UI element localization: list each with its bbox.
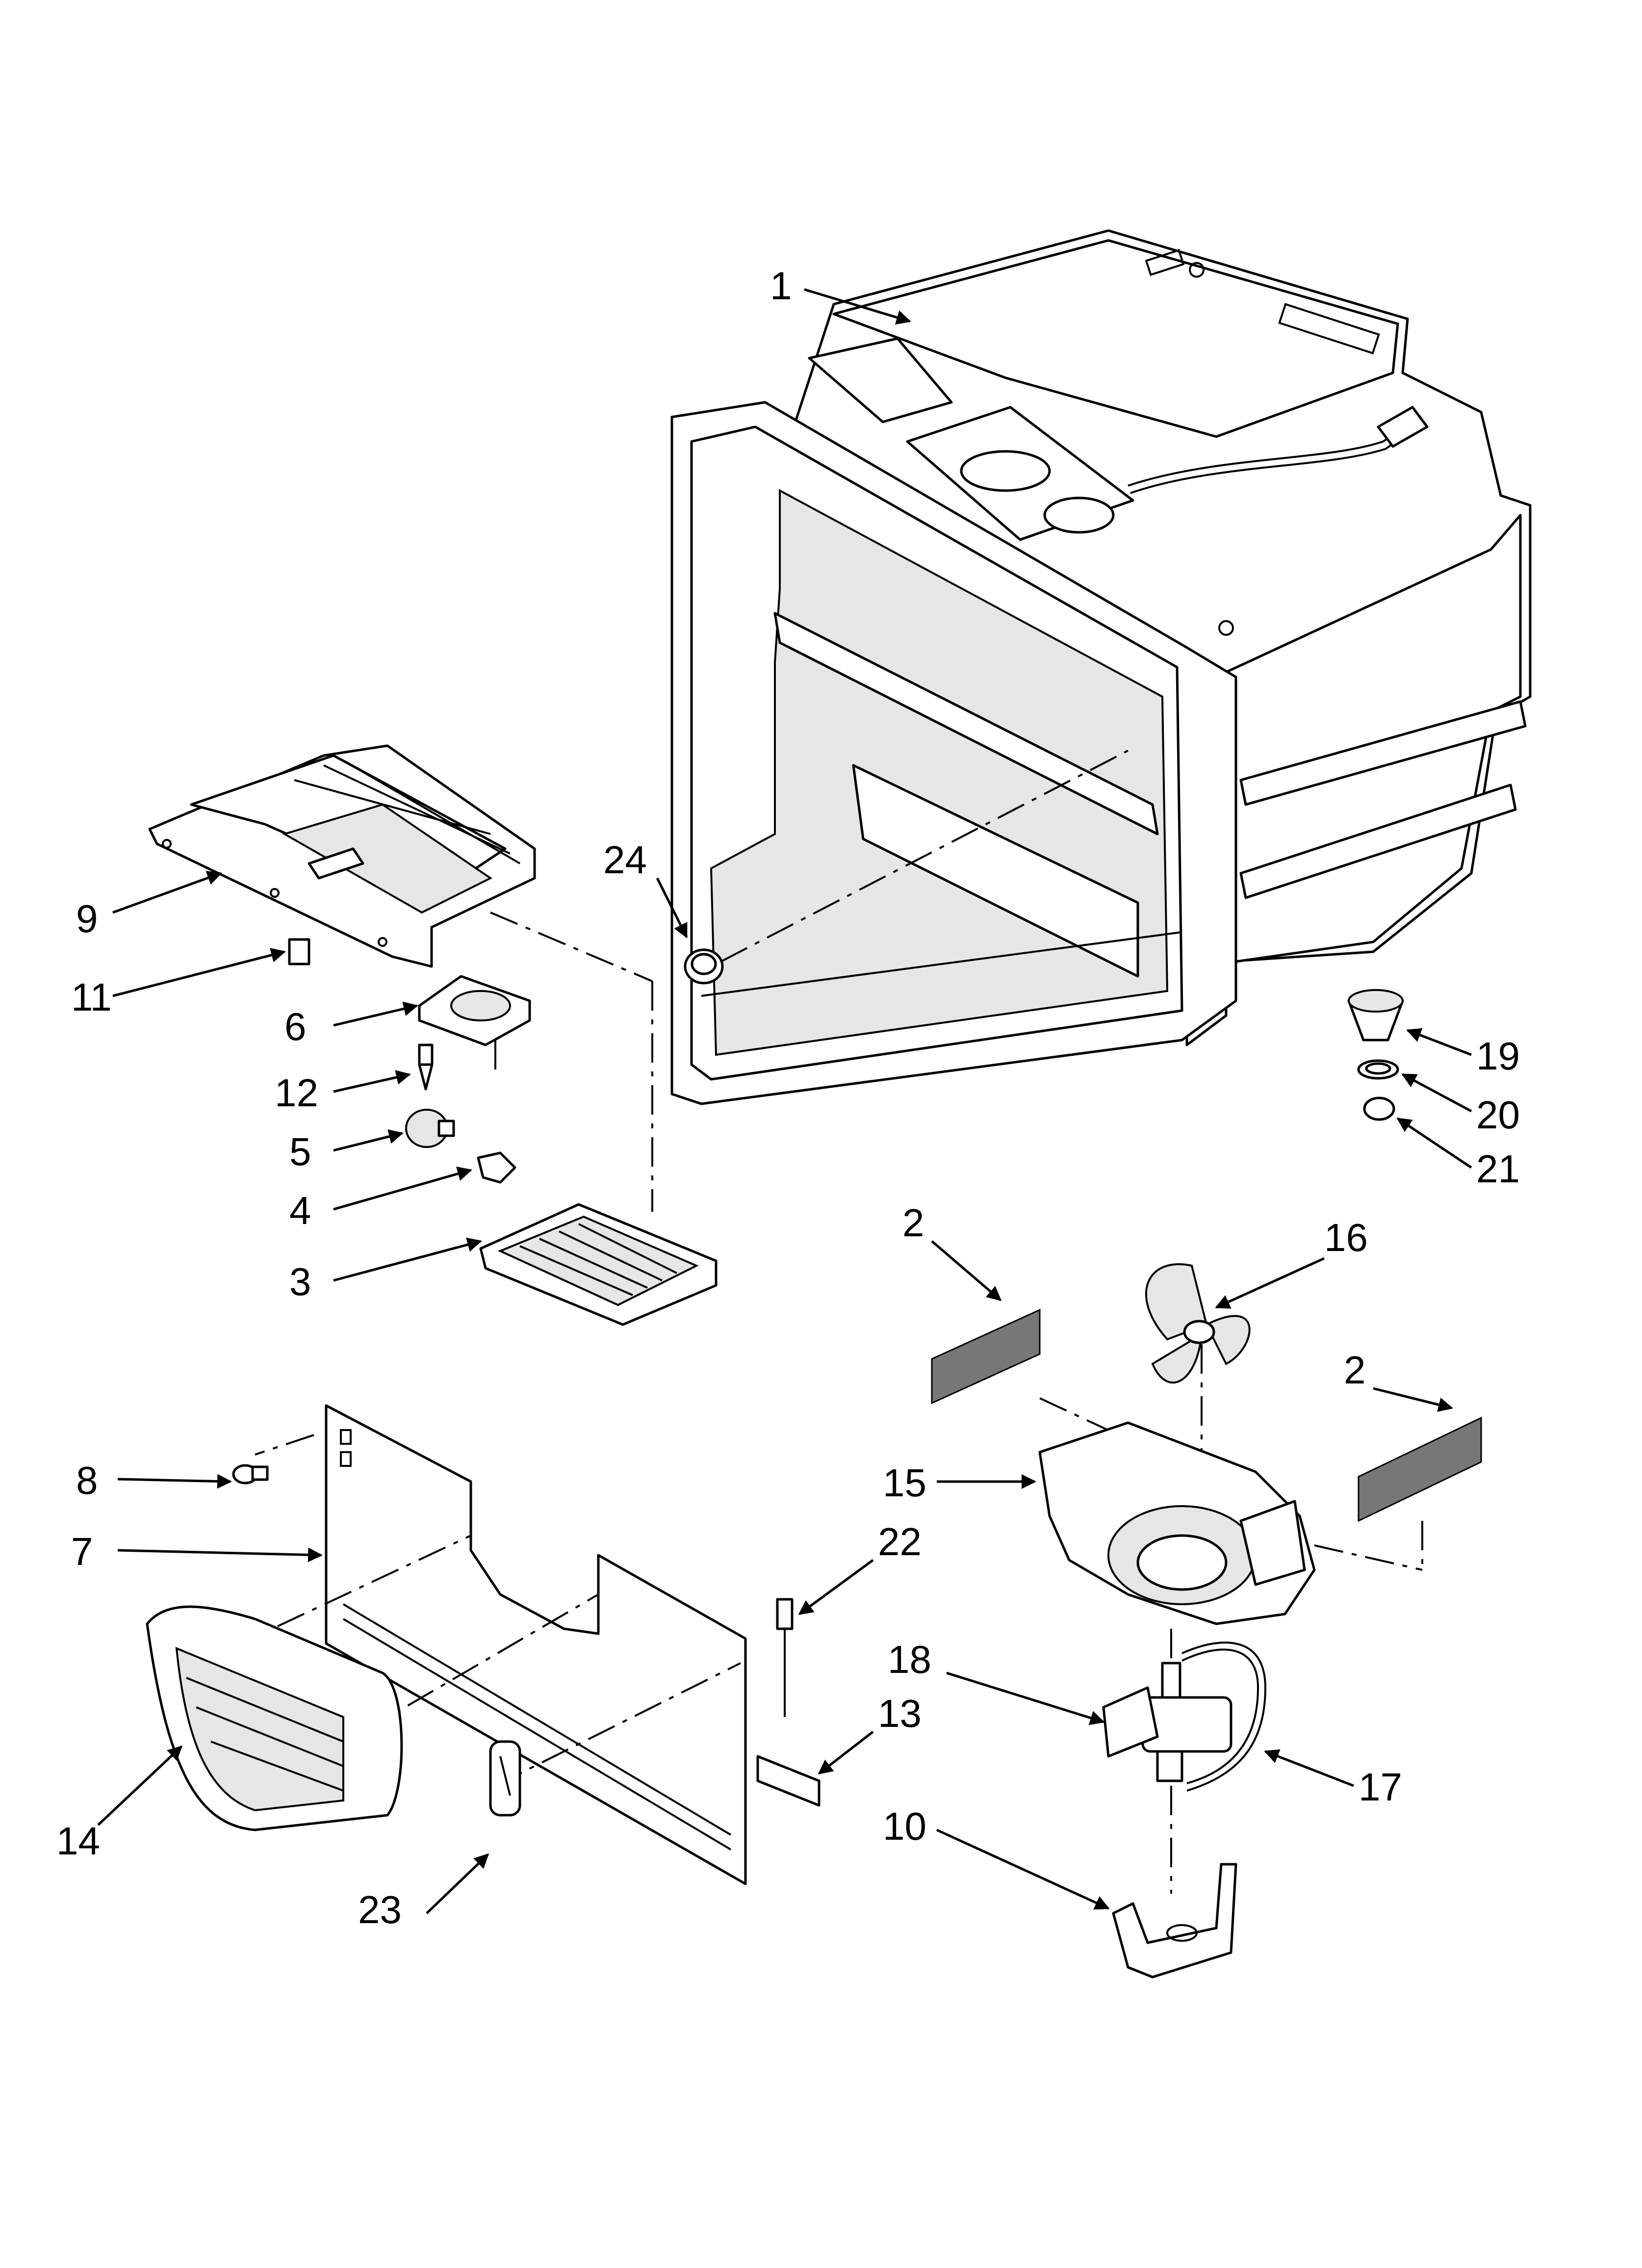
motor-bracket <box>1112 1863 1237 1979</box>
tray-housing <box>148 744 536 968</box>
drain-ring <box>1357 1059 1399 1080</box>
clip <box>288 938 310 965</box>
drip-tray <box>479 1203 718 1326</box>
fan-blade <box>1145 1263 1251 1384</box>
light-bulb <box>405 1109 455 1148</box>
drain-cup <box>1347 989 1404 1042</box>
foam-pad-left <box>931 1308 1041 1405</box>
callout-2b: 2 <box>1344 1348 1366 1392</box>
thermistor <box>776 1598 794 1717</box>
callout-12: 12 <box>275 1071 318 1115</box>
fan-shroud <box>1038 1421 1316 1625</box>
callout-23: 23 <box>358 1888 402 1931</box>
callout-15: 15 <box>883 1461 926 1505</box>
lamp-socket <box>418 975 531 1046</box>
callout-6: 6 <box>284 1005 307 1048</box>
callout-14: 14 <box>56 1819 100 1863</box>
callout-10: 10 <box>883 1804 926 1848</box>
callout-8: 8 <box>76 1459 98 1502</box>
callout-22: 22 <box>878 1520 922 1564</box>
callout-3: 3 <box>289 1260 311 1303</box>
callout-9: 9 <box>76 897 98 940</box>
evaporator-cover <box>325 1404 747 1885</box>
callout-11: 11 <box>71 975 112 1019</box>
callout-13: 13 <box>878 1692 922 1735</box>
callout-1: 1 <box>770 264 792 308</box>
callout-16: 16 <box>1324 1216 1368 1259</box>
callout-21: 21 <box>1476 1147 1520 1191</box>
wire-harness <box>1181 1642 1267 1792</box>
callouts: 1 2 2 3 4 5 6 7 8 9 10 11 12 13 14 15 16… <box>56 264 1520 1931</box>
callout-4: 4 <box>289 1189 311 1232</box>
fan-motor <box>1102 1662 1232 1782</box>
screw <box>418 1043 434 1091</box>
callout-19: 19 <box>1476 1034 1520 1078</box>
panel-screw <box>232 1464 269 1485</box>
air-grille <box>146 1605 403 1831</box>
bulb-retainer <box>477 1151 516 1184</box>
callout-7: 7 <box>71 1530 93 1573</box>
foam-pad-right <box>1358 1416 1482 1522</box>
drain-cap <box>1363 1096 1395 1121</box>
callout-20: 20 <box>1476 1093 1520 1137</box>
callout-5: 5 <box>289 1130 311 1173</box>
callout-17: 17 <box>1359 1765 1402 1809</box>
callout-24: 24 <box>603 838 647 882</box>
foam-strip <box>756 1755 821 1807</box>
callout-18: 18 <box>888 1638 931 1681</box>
callout-2a: 2 <box>902 1201 924 1245</box>
plug <box>684 948 724 985</box>
freezer-liner <box>670 229 1532 1105</box>
grille-clip <box>489 1740 521 1817</box>
leader-lines <box>97 288 1472 1914</box>
